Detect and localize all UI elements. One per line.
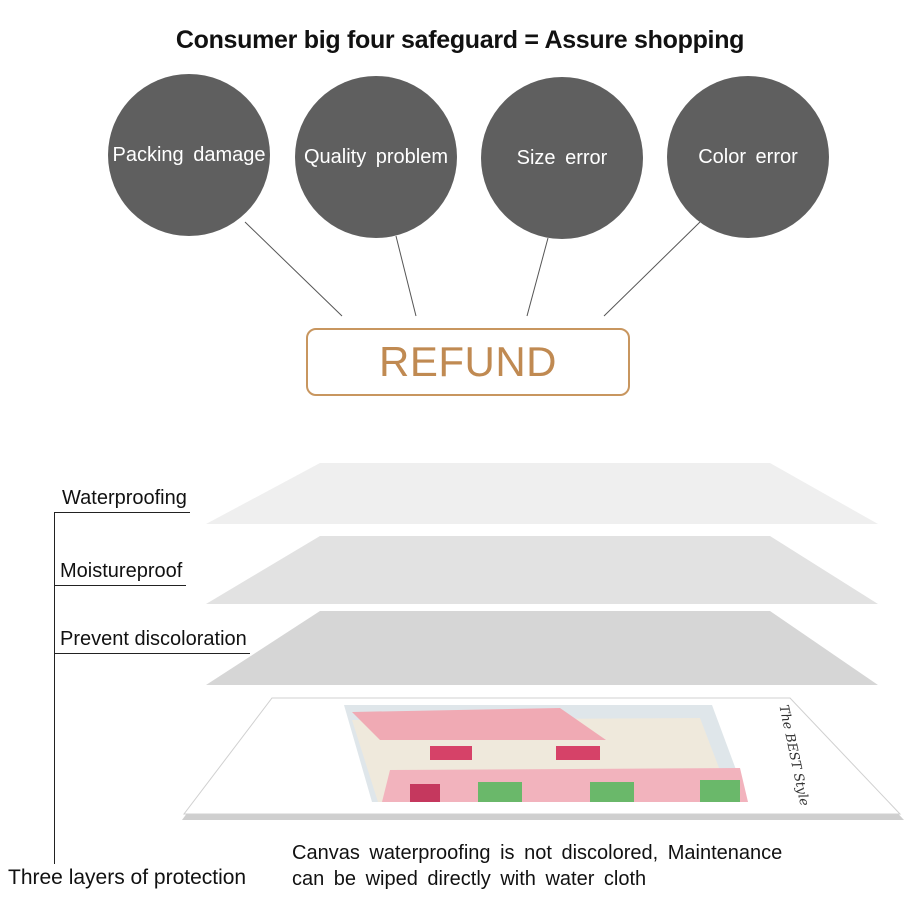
layer-underline-waterproofing bbox=[54, 512, 190, 513]
poster-photo-green-2 bbox=[590, 782, 634, 802]
layer-label-moistureproof: Moistureproof bbox=[60, 560, 183, 582]
connector-line-1 bbox=[244, 221, 343, 317]
connector-line-4 bbox=[603, 221, 701, 317]
safeguard-label: Quality problem bbox=[303, 145, 449, 168]
layer-label-waterproofing: Waterproofing bbox=[62, 487, 187, 509]
safeguard-label: Color error bbox=[698, 145, 798, 168]
poster-photo-pink-lower bbox=[382, 768, 748, 802]
safeguard-label: Size error bbox=[516, 146, 608, 169]
safeguard-label: Packing damage bbox=[112, 143, 266, 166]
layer-underline-moistureproof bbox=[54, 585, 186, 586]
poster-photo-window-1 bbox=[430, 746, 472, 760]
refund-box: REFUND bbox=[306, 328, 630, 396]
connector-line-3 bbox=[526, 237, 549, 317]
safeguard-circle-packing-damage: Packing damage bbox=[108, 74, 270, 236]
poster-photo-pink-roof bbox=[352, 708, 606, 740]
safeguard-circle-color-error: Color error bbox=[667, 76, 829, 238]
layer-underline-prevent-discoloration bbox=[54, 653, 250, 654]
description-line-1: Canvas waterproofing is not discolored, … bbox=[292, 842, 783, 864]
bracket-label: Three layers of protection bbox=[8, 866, 247, 889]
poster-photo-window-2 bbox=[556, 746, 600, 760]
safeguard-circle-quality-problem: Quality problem bbox=[295, 76, 457, 238]
refund-label: REFUND bbox=[379, 338, 557, 385]
page-title: Consumer big four safeguard = Assure sho… bbox=[175, 26, 745, 54]
description-line-2: can be wiped directly with water cloth bbox=[292, 868, 647, 890]
layer-sheet-prevent-discoloration bbox=[206, 611, 878, 685]
safeguard-circle-size-error: Size error bbox=[481, 77, 643, 239]
layer-label-prevent-discoloration: Prevent discoloration bbox=[60, 628, 247, 650]
poster-photo-green-1 bbox=[478, 782, 522, 802]
description: Canvas waterproofing is not discolored, … bbox=[292, 840, 782, 892]
poster-photo-window-3 bbox=[410, 784, 440, 802]
poster-photo-green-3 bbox=[700, 780, 740, 802]
connector-line-2 bbox=[395, 235, 417, 317]
layer-sheet-moistureproof bbox=[206, 536, 878, 604]
bracket-line bbox=[54, 512, 55, 864]
layer-sheet-waterproofing bbox=[206, 463, 878, 524]
